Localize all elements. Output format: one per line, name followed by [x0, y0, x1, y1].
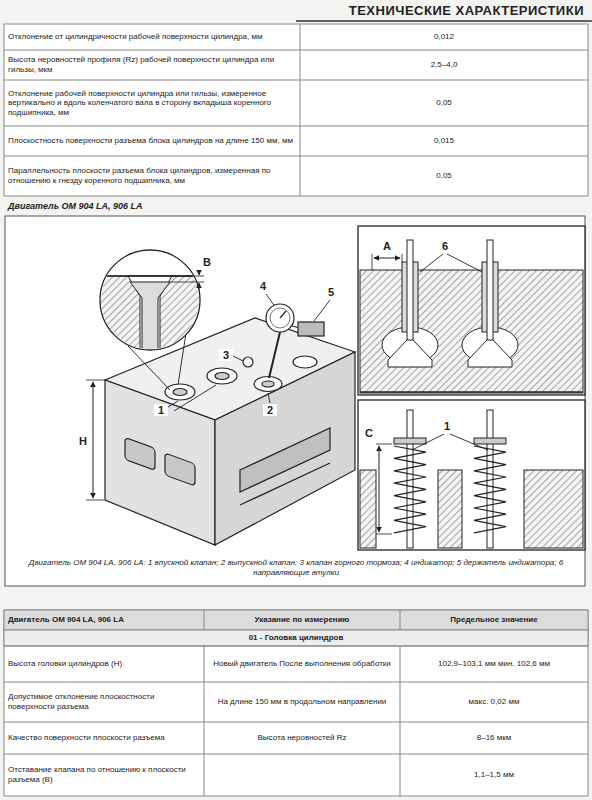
callout-letter: H	[76, 435, 90, 447]
table-cell: Высота неровностей Rz	[208, 722, 396, 754]
callout-number: 6	[438, 240, 452, 252]
figure-heading: Двигатель ОМ 904 LA, 906 LA	[8, 199, 308, 214]
limit-table-grid	[4, 610, 588, 796]
table-cell: Плоскостность поверхности разъема блока …	[8, 126, 296, 156]
table-value: макс. 0,02 мм	[404, 682, 584, 722]
valve-spring-section	[358, 400, 585, 550]
table-cell: Параллельность плоскости разъема блока ц…	[8, 156, 296, 196]
valve-recess-detail	[95, 250, 205, 390]
valve-spring	[474, 446, 506, 533]
table-header: Предельное значение	[404, 610, 584, 630]
table-header: Двигатель ОМ 904 LA, 906 LA	[8, 610, 200, 630]
spec-table-grid	[4, 24, 588, 196]
callout-number: 4	[256, 280, 270, 292]
callout-number: 3	[219, 349, 233, 361]
leader-lines	[168, 294, 330, 411]
figure-caption: Двигатель ОМ 904 LA, 906 LA: 1 впускной …	[14, 553, 578, 583]
table-value: 0,015	[300, 126, 588, 156]
header-rule	[296, 20, 592, 22]
table-cell: Отклонение от цилиндричности рабочей пов…	[8, 24, 296, 50]
table-cell: Высота головки цилиндров (H)	[8, 646, 200, 682]
table-value: 0,012	[300, 24, 588, 50]
callout-letter: C	[362, 427, 376, 439]
callout-number: 1	[440, 420, 454, 432]
valve-spring	[394, 446, 426, 533]
table-value: 1,1–1,5 мм	[404, 754, 584, 796]
cylinder-head	[105, 318, 355, 545]
valve-guide-section	[358, 226, 585, 395]
table-value: 0,05	[300, 80, 588, 126]
callout-number: 1	[154, 404, 168, 416]
table-header: Указание по измерению	[208, 610, 396, 630]
figure-frame	[5, 216, 585, 586]
table-value: 0,05	[300, 156, 588, 196]
table-value: 8–16 мкм	[404, 722, 584, 754]
callout-letter: A	[380, 240, 394, 252]
table-cell: Отставание клапана по отношению к плоско…	[8, 754, 200, 796]
table-cell: Высота неровностей профиля (Rz) рабочей …	[8, 50, 296, 80]
table-cell: Отклонение рабочей поверхности цилиндра …	[8, 80, 296, 126]
dial-indicator	[266, 304, 324, 378]
table-cell: Качество поверхности плоскости разъема	[8, 722, 200, 754]
callout-letter: B	[200, 256, 214, 268]
table-cell: На длине 150 мм в продольном направлении	[208, 682, 396, 722]
page-title: ТЕХНИЧЕСКИЕ ХАРАКТЕРИСТИКИ	[296, 2, 584, 20]
table-cell: Допустимое отклонение плоскостности пове…	[8, 682, 200, 722]
callout-number: 2	[263, 404, 277, 416]
table-value: 102,9–103,1 мм мин. 102,6 мм	[404, 646, 584, 682]
table-section: 01 - Головка цилиндров	[4, 630, 588, 646]
table-cell: Новый двигатель После выполнения обработ…	[208, 646, 396, 682]
table-value: 2,5–4,0	[300, 50, 588, 80]
callout-number: 5	[324, 286, 338, 298]
